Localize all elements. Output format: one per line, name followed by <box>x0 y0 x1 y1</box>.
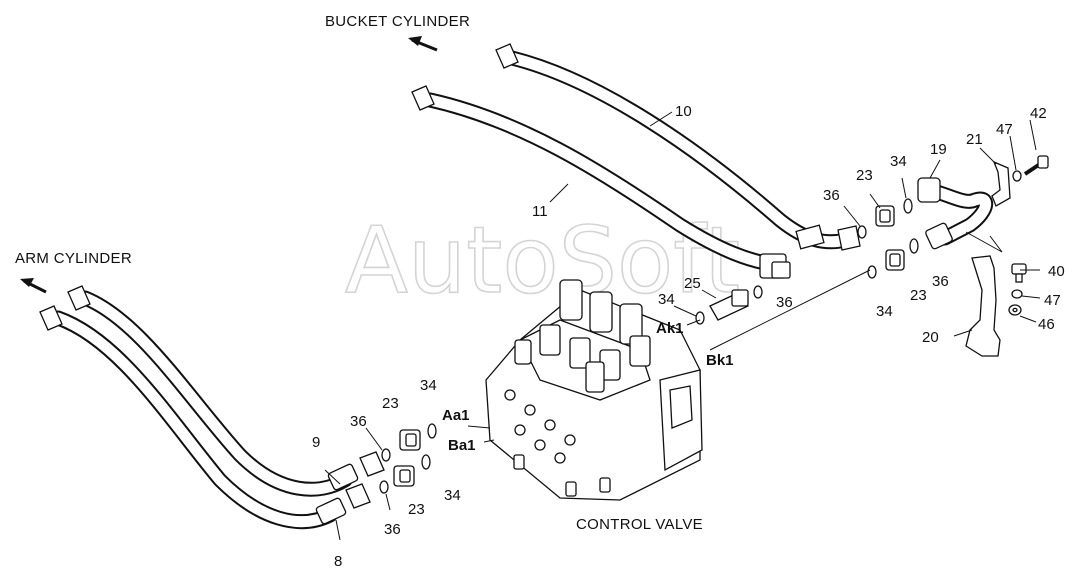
right-fittings <box>857 198 919 279</box>
port-label-ba1: Ba1 <box>448 437 476 454</box>
part-number-36-right-bottom: 36 <box>932 273 949 290</box>
part-number-36-left-bottom: 36 <box>384 521 401 538</box>
part-number-23-left-bottom: 23 <box>408 501 425 518</box>
bucket-direction-arrow-icon <box>408 36 438 52</box>
caption-arm-cylinder: ARM CYLINDER <box>15 250 132 267</box>
part-number-42: 42 <box>1030 105 1047 122</box>
part-number-34-right-bottom: 34 <box>876 303 893 320</box>
caption-bucket-cylinder: BUCKET CYLINDER <box>325 13 470 30</box>
part-number-46: 46 <box>1038 316 1055 333</box>
part-number-23-right-bottom: 23 <box>910 287 927 304</box>
part-number-21: 21 <box>966 131 983 148</box>
elbow-pipe-19 <box>917 177 994 250</box>
hose-9 <box>67 285 385 497</box>
part-number-10: 10 <box>675 103 692 120</box>
caption-control-valve: CONTROL VALVE <box>576 516 703 533</box>
part-number-8: 8 <box>334 553 342 570</box>
hose-11 <box>411 85 791 279</box>
part-number-9: 9 <box>312 434 320 451</box>
part-number-19: 19 <box>930 141 947 158</box>
part-number-11: 11 <box>532 203 548 220</box>
bolt-42 <box>1012 155 1049 182</box>
clamp-21 <box>991 160 1011 207</box>
hose-10 <box>495 43 861 251</box>
part-number-47-bottom: 47 <box>1044 292 1061 309</box>
bracket-20 <box>965 231 1003 357</box>
bolt-40 <box>1008 263 1027 316</box>
port-label-bk1: Bk1 <box>706 352 734 369</box>
part-number-23-right-top: 23 <box>856 167 873 184</box>
hose-8 <box>39 305 371 529</box>
part-number-47-top: 47 <box>996 121 1013 138</box>
port-label-aa1: Aa1 <box>442 407 470 424</box>
part-number-25: 25 <box>684 275 701 292</box>
part-number-36-mid: 36 <box>776 294 793 311</box>
arm-direction-arrow-icon <box>20 278 47 294</box>
control-valve <box>485 279 703 501</box>
leader-lines <box>324 111 1041 541</box>
part-number-34-left-top: 34 <box>420 377 437 394</box>
part-number-36-left-top: 36 <box>350 413 367 430</box>
part-number-34-right-top: 34 <box>890 153 907 170</box>
port-label-ak1: Ak1 <box>656 320 684 337</box>
part-number-20: 20 <box>922 329 939 346</box>
mid-fittings <box>695 285 763 325</box>
part-number-34-left-bottom: 34 <box>444 487 461 504</box>
part-number-34-mid: 34 <box>658 291 675 308</box>
part-number-23-left-top: 23 <box>382 395 399 412</box>
part-number-36-right-top: 36 <box>823 187 840 204</box>
part-number-40: 40 <box>1048 263 1065 280</box>
left-fittings <box>379 423 437 494</box>
